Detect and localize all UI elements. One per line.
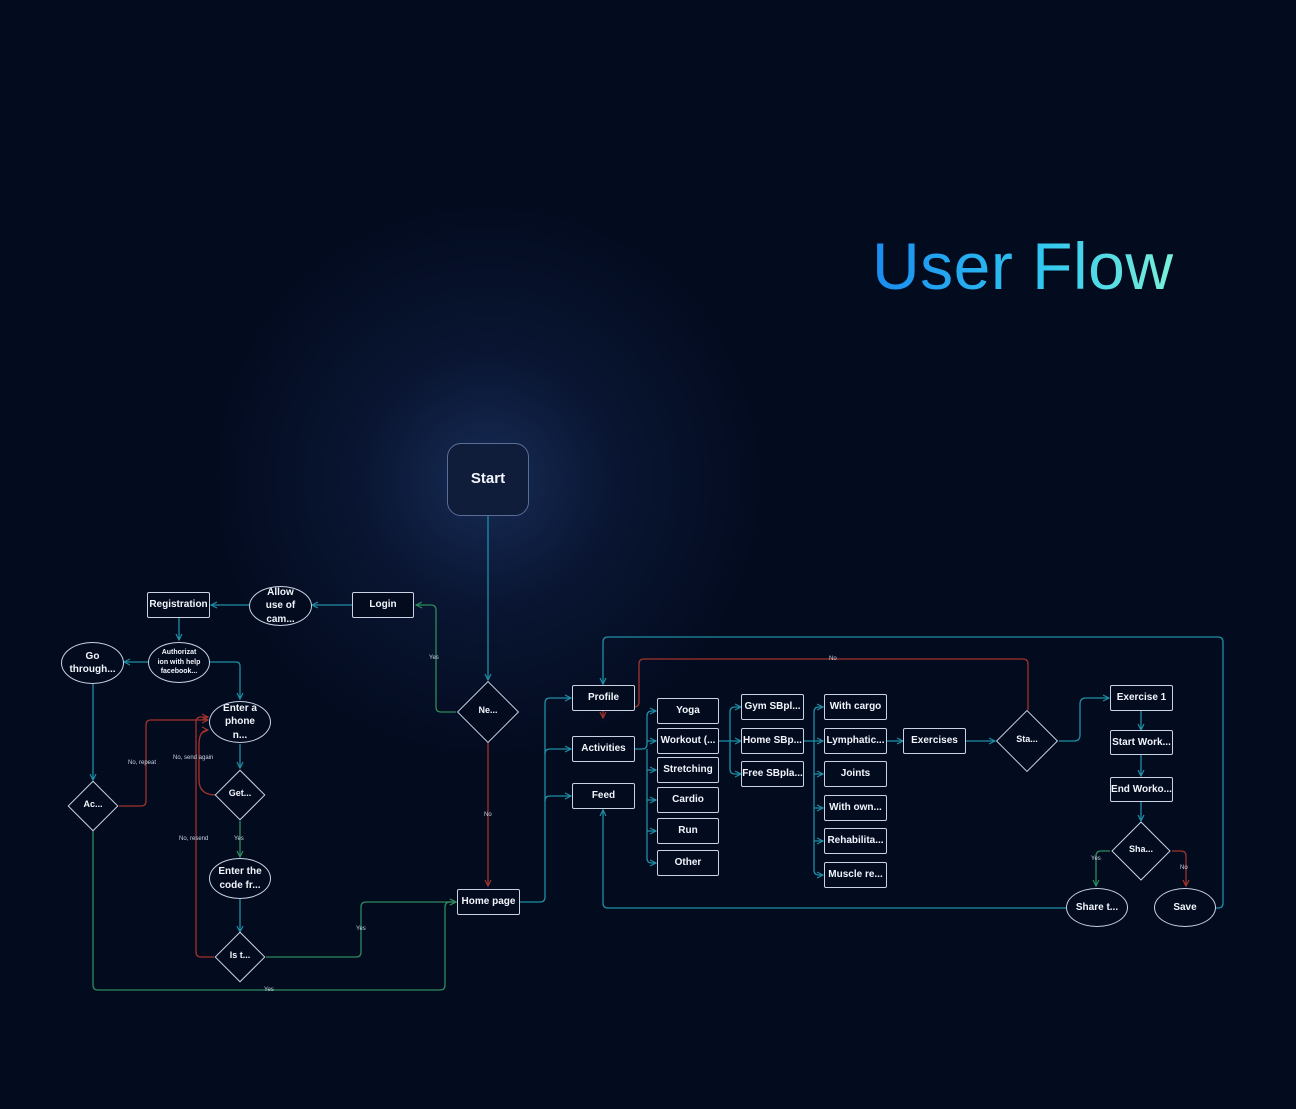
exercises-node[interactable]: Exercises xyxy=(903,728,966,754)
feed-node[interactable]: Feed xyxy=(572,783,635,809)
page-title: User Flow xyxy=(872,229,1174,303)
edge-label-yes-code: Yes xyxy=(234,836,244,842)
exercise-1-node[interactable]: Exercise 1 xyxy=(1110,685,1173,711)
save-node[interactable]: Save xyxy=(1154,888,1216,927)
free-sb-node[interactable]: Free SBpla... xyxy=(741,761,804,787)
edge-label-no-save: No xyxy=(1180,865,1188,871)
new-user-decision-label: Ne... xyxy=(478,705,498,715)
other-node[interactable]: Other xyxy=(657,850,719,876)
share-decision-label: Sha... xyxy=(1128,844,1153,854)
start-node[interactable]: Start xyxy=(447,443,529,516)
yoga-node[interactable]: Yoga xyxy=(657,698,719,724)
with-cargo-node[interactable]: With cargo xyxy=(824,694,887,720)
facebook-auth-node[interactable]: Authorizat ion with help facebook... xyxy=(148,642,210,683)
home-page-node[interactable]: Home page xyxy=(457,889,520,915)
start-workout-decision-label: Sta... xyxy=(1016,734,1038,744)
edge-label-no-send-again: No, send again xyxy=(173,755,214,761)
edge-label-yes-share: Yes xyxy=(1091,856,1101,862)
enter-phone-node[interactable]: Enter a phone n... xyxy=(209,701,271,743)
start-workout-node[interactable]: Start Work... xyxy=(1110,730,1173,755)
account-decision-label: Ac... xyxy=(83,799,103,809)
edge-label-yes-bottom: Yes xyxy=(264,987,274,993)
edge-label-no-profile: No xyxy=(829,656,837,662)
rehabilitation-node[interactable]: Rehabilita... xyxy=(824,828,887,854)
go-through-node[interactable]: Go through... xyxy=(61,642,124,684)
get-code-decision-label: Get... xyxy=(228,788,252,798)
with-own-node[interactable]: With own... xyxy=(824,795,887,821)
home-sb-node[interactable]: Home SBp... xyxy=(741,728,804,754)
registration-node[interactable]: Registration xyxy=(147,592,210,618)
enter-code-node[interactable]: Enter the code fr... xyxy=(209,858,271,899)
is-correct-decision-label: Is t... xyxy=(229,950,251,960)
cardio-node[interactable]: Cardio xyxy=(657,787,719,813)
profile-node[interactable]: Profile xyxy=(572,685,635,711)
activities-node[interactable]: Activities xyxy=(572,736,635,762)
workout-node[interactable]: Workout (... xyxy=(657,728,719,754)
edge-label-no-resend: No, resend xyxy=(179,836,209,842)
stretching-node[interactable]: Stretching xyxy=(657,757,719,783)
share-node[interactable]: Share t... xyxy=(1066,888,1128,927)
joints-node[interactable]: Joints xyxy=(824,761,887,787)
run-node[interactable]: Run xyxy=(657,818,719,844)
allow-camera-node[interactable]: Allow use of cam... xyxy=(249,586,312,626)
edge-label-no-home: No xyxy=(484,812,492,818)
muscle-node[interactable]: Muscle re... xyxy=(824,862,887,888)
end-workout-node[interactable]: End Worko... xyxy=(1110,777,1173,802)
gym-sb-node[interactable]: Gym SBpl... xyxy=(741,694,804,720)
lymphatic-node[interactable]: Lymphatic... xyxy=(824,728,887,754)
edge-label-yes-home: Yes xyxy=(356,926,366,932)
edge-label-yes-login: Yes xyxy=(429,655,439,661)
edge-label-no-repeat: No, repeat xyxy=(128,760,157,766)
login-node[interactable]: Login xyxy=(352,592,414,618)
